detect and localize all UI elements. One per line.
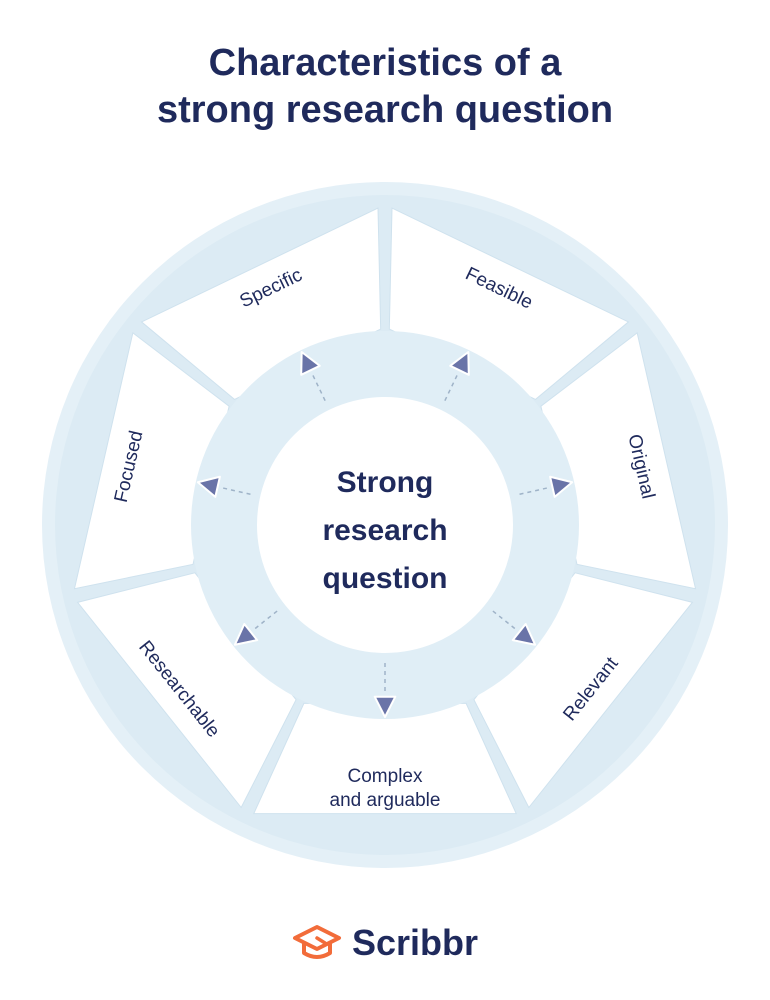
segment-text-complex-and-arguable-1: and arguable: [330, 790, 441, 811]
connector-line-focused: [219, 486, 251, 496]
arrowhead-specific: [300, 351, 321, 376]
graduation-cap-icon: [292, 925, 341, 959]
arrowhead-relevant: [511, 622, 537, 646]
connectors-layer: [196, 351, 574, 718]
center-line-1: Strong: [337, 466, 434, 499]
page-title: Characteristics of a strong research que…: [0, 40, 770, 134]
title-line-2: strong research question: [156, 89, 614, 131]
logo-text: Scribbr: [351, 922, 479, 963]
connector-line-researchable: [251, 610, 278, 632]
connector-line-specific: [310, 371, 326, 401]
connector-line-original: [519, 486, 551, 496]
scribbr-logo: Scribbr: [0, 920, 770, 966]
connector-line-relevant: [492, 610, 519, 632]
title-line-1: Characteristics of a: [208, 42, 562, 84]
arrowhead-focused: [196, 475, 221, 498]
segment-text-complex-and-arguable-0: Complex: [348, 766, 423, 787]
connector-line-feasible: [444, 371, 460, 401]
arrowhead-researchable: [233, 622, 259, 646]
center-line-3: question: [323, 562, 448, 595]
center-line-2: research: [322, 514, 447, 547]
arrowhead-complex-and-arguable: [373, 695, 397, 718]
segment-original: [540, 332, 697, 590]
arrowhead-feasible: [449, 351, 470, 376]
segment-focused: [73, 332, 230, 590]
segment-label-complex-and-arguable: Complex and arguable: [330, 766, 441, 811]
center-circle: [257, 397, 513, 653]
segment-complex-and-arguable: [253, 702, 517, 815]
arrowhead-original: [549, 475, 574, 498]
